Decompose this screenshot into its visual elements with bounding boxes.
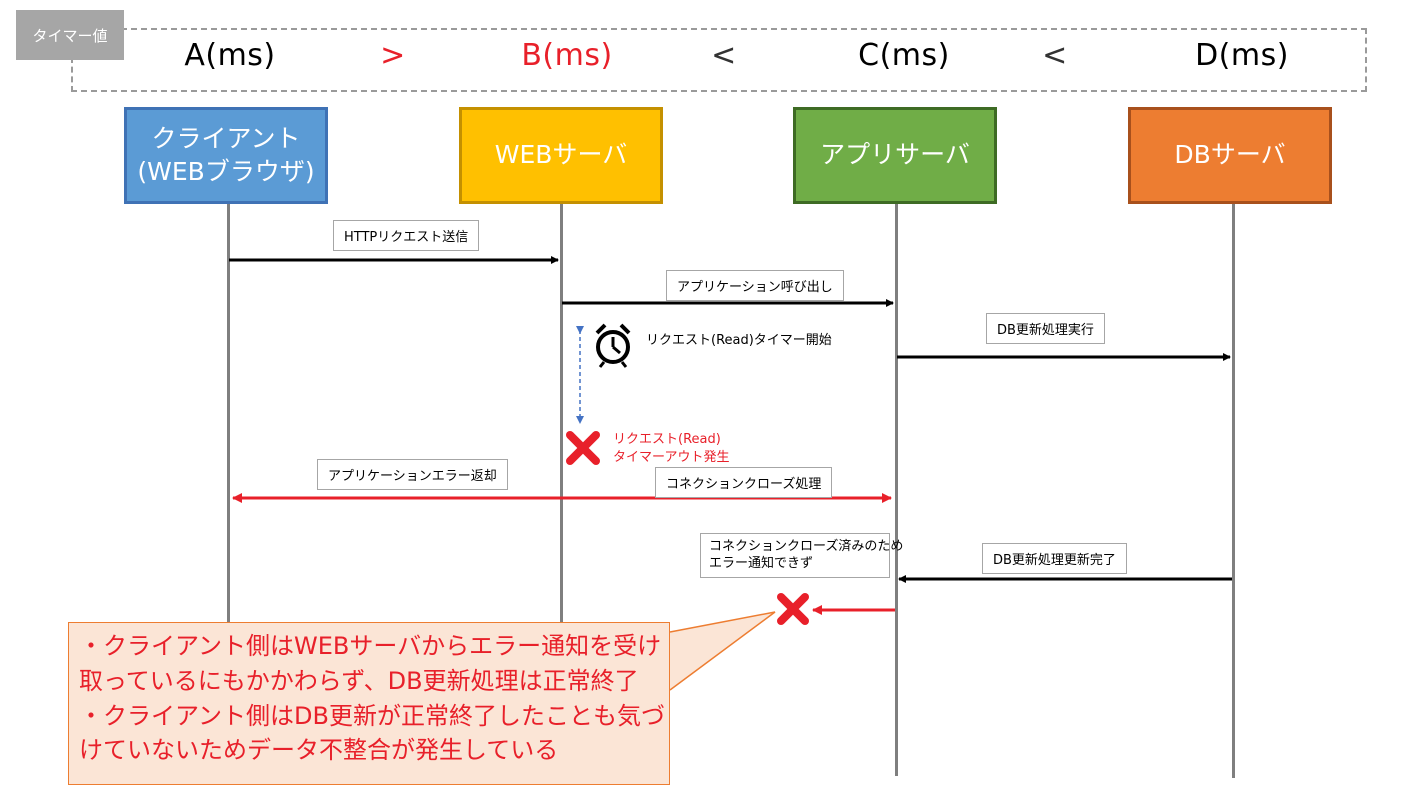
web-lifeline [560,204,563,624]
callout-line1: ・クライアント側はWEBサーバからエラー通知を受け [79,632,662,660]
timer-op-less-1: < [711,38,737,73]
db-lifeline [1232,204,1235,778]
db-exec-label: DB更新処理実行 [986,313,1105,344]
timer-a: A(ms) [184,38,276,73]
callout-pointer [669,611,776,691]
app-server-box: アプリサーバ [793,107,997,204]
callout-line2: 取っているにもかかわらず、DB更新処理は正常終了 [79,666,639,695]
timeout-cross-icon [566,431,600,465]
failed-notify-cross-icon [777,593,809,625]
client-label-line2: (WEBブラウザ) [137,156,315,186]
http-request-label: HTTPリクエスト送信 [333,220,480,251]
timer-tag: タイマー値 [16,10,124,60]
timeout-note-line1: リクエスト(Read) [613,432,721,447]
cannot-notify-label: コネクションクローズ済みのため エラー通知できず [700,533,904,578]
web-server-label: WEBサーバ [494,140,628,170]
app-lifeline [895,204,898,776]
timer-b: B(ms) [521,38,613,73]
alarm-clock-icon [595,323,631,368]
timer-values-frame [71,28,1367,92]
timeout-note: リクエスト(Read) タイマーアウト発生 [613,431,729,466]
timer-op-less-2: < [1042,38,1068,73]
callout-line3: ・クライアント側はDB更新が正常終了したことも気づ [79,701,665,730]
client-label-line1: クライアント [151,124,301,153]
web-server-box: WEBサーバ [459,107,663,204]
db-server-box: DBサーバ [1128,107,1332,204]
client-lifeline [227,204,230,624]
timer-d: D(ms) [1195,38,1289,73]
cannot-notify-line1: コネクションクローズ済みのため [709,539,904,554]
timeout-note-line2: タイマーアウト発生 [613,449,730,465]
db-server-label: DBサーバ [1174,140,1286,170]
app-server-label: アプリサーバ [820,140,970,170]
timer-start-note: リクエスト(Read)タイマー開始 [646,333,832,348]
callout-line4: けていないためデータ不整合が発生している [79,736,559,765]
timer-c: C(ms) [858,38,950,73]
app-error-return-label: アプリケーションエラー返却 [317,459,508,490]
cannot-notify-line2: エラー通知できず [709,555,814,571]
connection-close-label: コネクションクローズ処理 [655,467,833,498]
timer-op-greater: > [380,38,406,73]
conclusion-callout: ・クライアント側はWEBサーバからエラー通知を受け 取っているにもかかわらず、D… [68,622,670,785]
db-done-label: DB更新処理更新完了 [982,543,1127,574]
app-call-label: アプリケーション呼び出し [666,270,844,301]
client-box: クライアント (WEBブラウザ) [124,107,328,204]
